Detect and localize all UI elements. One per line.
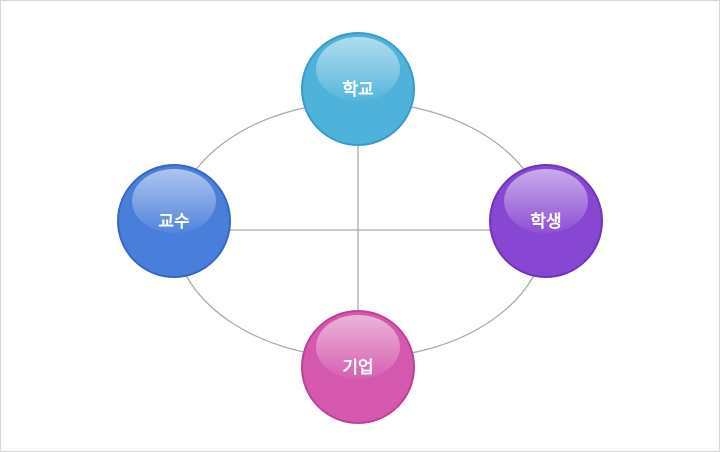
node-highlight (132, 169, 216, 233)
node-school: 학교 (301, 32, 415, 146)
node-label: 학교 (342, 80, 374, 100)
node-label: 기업 (342, 358, 373, 378)
node-student: 학생 (489, 164, 603, 278)
node-highlight (504, 169, 588, 233)
node-label: 학생 (530, 212, 561, 232)
node-company: 기업 (301, 310, 415, 424)
node-professor: 교수 (117, 164, 231, 278)
node-highlight (316, 315, 400, 379)
node-label: 교수 (158, 212, 190, 232)
node-highlight (316, 37, 400, 101)
